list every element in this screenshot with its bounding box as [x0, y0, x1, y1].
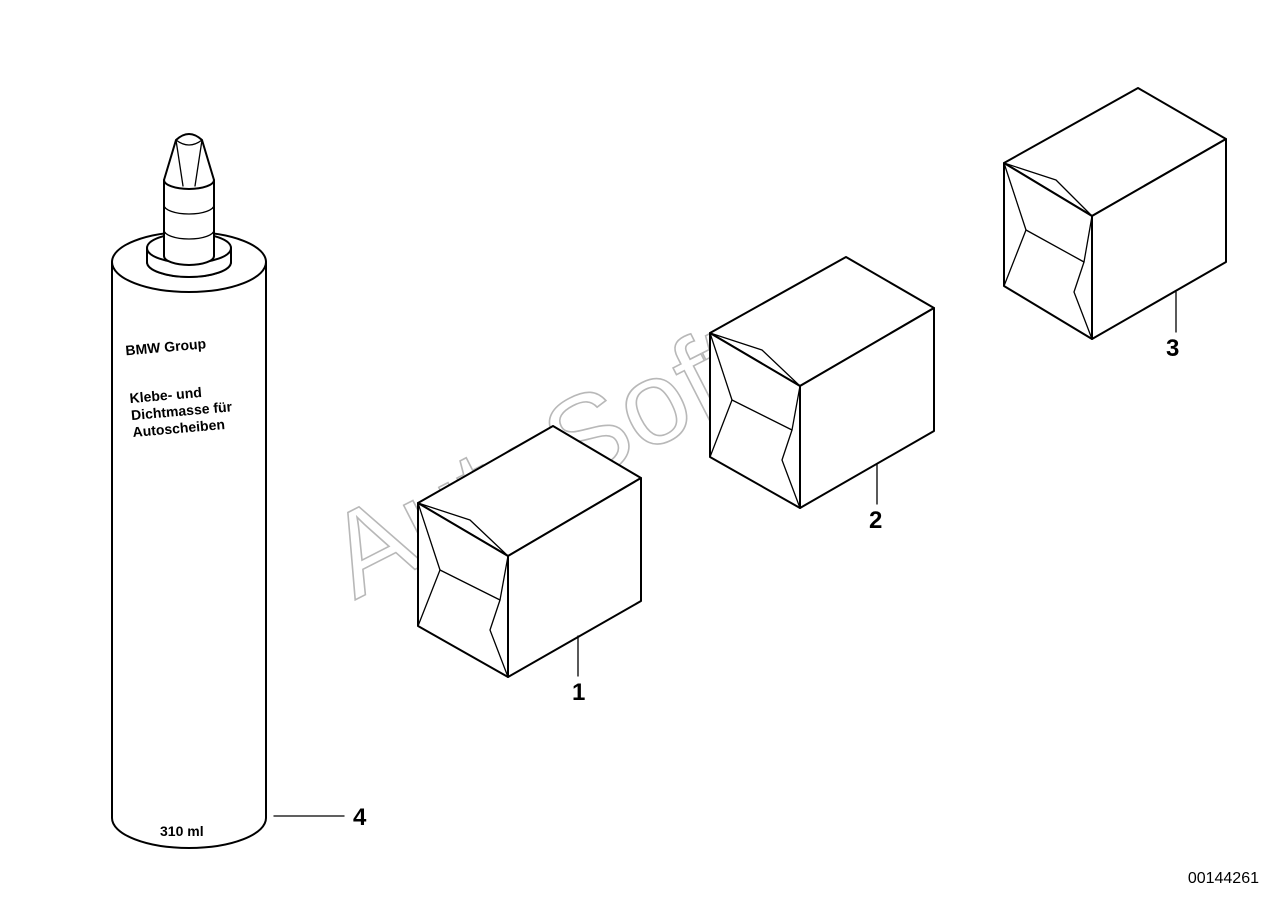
callout-4: 4: [353, 804, 367, 831]
box-1-right: [507, 477, 642, 678]
box-part-2: [709, 256, 935, 509]
cartridge-tube: BMW Group Klebe- und Dichtmasse für Auto…: [111, 133, 267, 849]
callout-3: 3: [1166, 335, 1179, 362]
box-3-right: [1091, 138, 1227, 340]
diagram-reference-number: 00144261: [1187, 870, 1259, 887]
box-part-1: [417, 425, 642, 678]
tube-nozzle: [163, 179, 215, 266]
tube-nozzle-tip: [163, 133, 215, 190]
tube-body: [111, 231, 267, 849]
callout-2: 2: [869, 507, 882, 534]
callout-1: 1: [572, 679, 585, 706]
tube-brand-text: BMW Group: [125, 335, 207, 358]
tube-volume-text: 310 ml: [160, 823, 204, 839]
callouts: 1 2 3 4: [273, 291, 1179, 831]
tube-desc-line-1: Klebe- und: [129, 384, 202, 406]
box-2-right: [799, 307, 935, 509]
box-part-3: [1003, 87, 1227, 340]
